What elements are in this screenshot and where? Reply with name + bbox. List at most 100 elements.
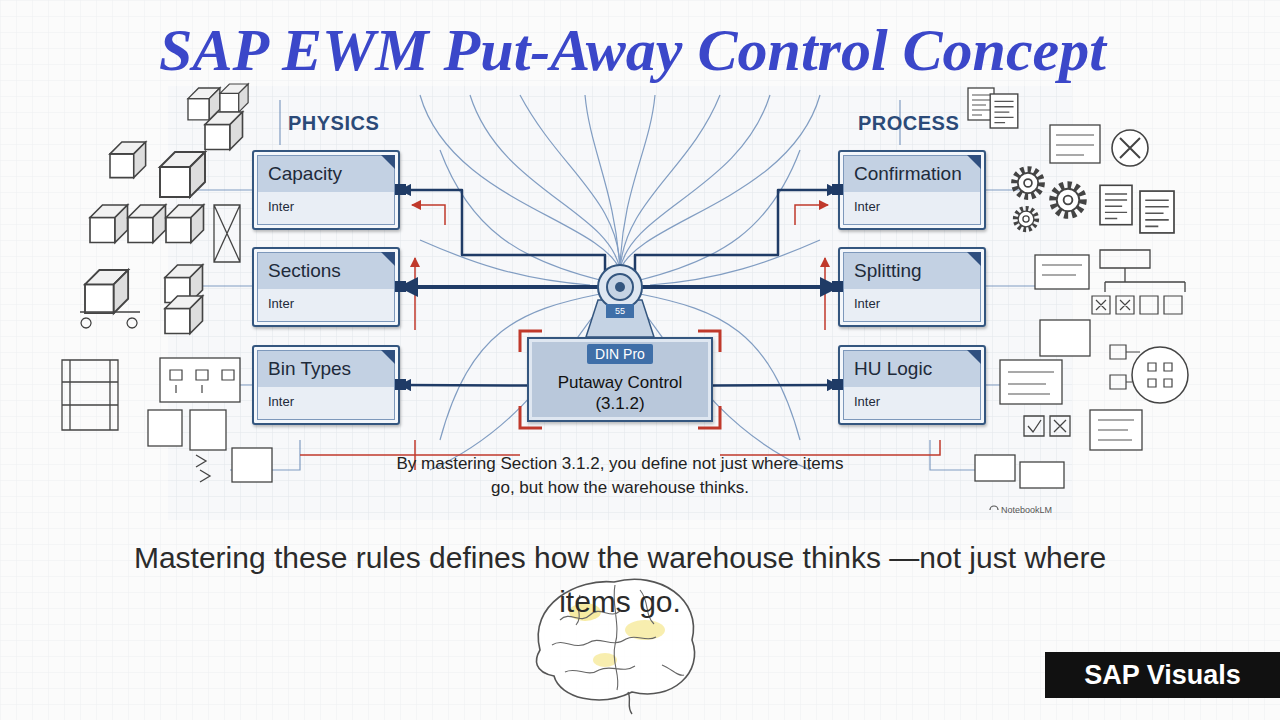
wire-bundle [470, 95, 620, 270]
note-text: By mastering Section 3.1.2, you define n… [392, 452, 848, 500]
box-sketch [205, 112, 243, 150]
watermark: NotebookLM [1001, 505, 1081, 515]
process-sketch [1100, 185, 1132, 224]
notebook-icon [990, 506, 998, 510]
control-box: DIN ProPutaway Control (3.1.2) [527, 337, 713, 422]
wire-bundle [650, 240, 820, 285]
process-sketch [968, 88, 1188, 488]
hub [615, 282, 625, 292]
process-sketch [1098, 420, 1134, 440]
diagram-panel [168, 86, 1072, 520]
process-sketch [1040, 320, 1090, 356]
box-sketch [80, 312, 140, 328]
process-box: SplittingInter [838, 247, 986, 327]
page-title: SAP EWM Put-Away Control Concept [0, 14, 1265, 86]
process-sketch [1132, 347, 1188, 403]
wire-bundle [620, 95, 770, 270]
node-body: Putaway Control (3.1.2) [545, 372, 695, 414]
node-heading: Sections [268, 258, 384, 284]
node-heading: Capacity [268, 161, 384, 187]
hub [606, 304, 634, 318]
physics-box: Bin TypesInter [252, 345, 400, 425]
brain-sketch [628, 692, 632, 714]
red-bracket [520, 331, 720, 428]
process-box: HU LogicInter [838, 345, 986, 425]
connector-arrow [713, 384, 838, 387]
process-sketch [1008, 372, 1054, 394]
box-sketch [196, 455, 210, 482]
connector-arrow [635, 190, 838, 337]
brand-badge: SAP Visuals [1045, 652, 1280, 698]
process-box: ConfirmationInter [838, 150, 986, 230]
box-sketch [148, 410, 182, 446]
process-sketch [1042, 265, 1082, 275]
node-heading: DIN Pro [587, 344, 653, 364]
process-sketch [1112, 130, 1148, 166]
notebook-icon [990, 506, 998, 510]
diagram-grid [168, 86, 1072, 520]
process-sketch [990, 94, 1018, 128]
connector-arrow [400, 384, 527, 387]
node-heading: Bin Types [268, 356, 384, 382]
node-heading: HU Logic [854, 356, 970, 382]
wire-bundle [640, 150, 800, 280]
process-sketch [1050, 125, 1100, 163]
box-sketch [128, 205, 166, 243]
box-sketch [160, 152, 205, 197]
box-sketch [165, 296, 203, 334]
red-arrow [720, 440, 940, 455]
hub [598, 265, 642, 309]
red-arrow [300, 205, 940, 470]
wire-bundle [190, 95, 1046, 470]
connector-arrow [400, 190, 605, 337]
wire-bundle [440, 150, 600, 280]
wire-bundle [620, 95, 820, 270]
box-sketch [110, 142, 146, 178]
box-sketch [62, 84, 272, 482]
box-sketch [232, 448, 272, 482]
process-sketch [1035, 255, 1089, 289]
node-body: Inter [854, 394, 970, 410]
process-sketch [1020, 462, 1064, 488]
process-sketch [1053, 185, 1083, 215]
red-arrow [414, 258, 416, 330]
brain-sketch [593, 653, 617, 667]
box-sketch [214, 205, 240, 262]
node-body: Inter [268, 394, 384, 410]
box-sketch [170, 370, 234, 393]
process-sketch [1092, 296, 1182, 314]
process-sketch [975, 455, 1015, 481]
physics-box: SectionsInter [252, 247, 400, 327]
node-heading: SAP Visuals [1084, 659, 1241, 691]
process-sketch [1110, 345, 1172, 389]
node-body: Inter [854, 199, 970, 215]
connector-arrow [620, 287, 838, 337]
red-arrow [412, 205, 445, 225]
connector-arrow [400, 287, 620, 337]
hub-number: 55 [606, 304, 634, 318]
group-heading: PHYSICS [288, 112, 428, 135]
process-sketch [1100, 250, 1185, 292]
wire-bundle [585, 95, 620, 270]
node-body: Inter [268, 296, 384, 312]
caption-text: Mastering these rules defines how the wa… [100, 536, 1140, 624]
process-sketch [1120, 138, 1140, 158]
node-heading: Splitting [854, 258, 970, 284]
node-heading: Confirmation [854, 161, 970, 187]
box-sketch [90, 205, 128, 243]
wire-bundle [420, 95, 620, 270]
process-sketch [1024, 416, 1070, 436]
box-sketch [220, 84, 248, 112]
process-sketch [1140, 191, 1174, 233]
box-sketch [166, 205, 204, 243]
hub [586, 265, 654, 337]
physics-box: CapacityInter [252, 150, 400, 230]
box-sketch [160, 358, 240, 402]
box-sketch [190, 410, 226, 450]
group-heading: PROCESS [858, 112, 998, 135]
process-sketch [1090, 410, 1142, 450]
red-arrow [795, 205, 828, 225]
